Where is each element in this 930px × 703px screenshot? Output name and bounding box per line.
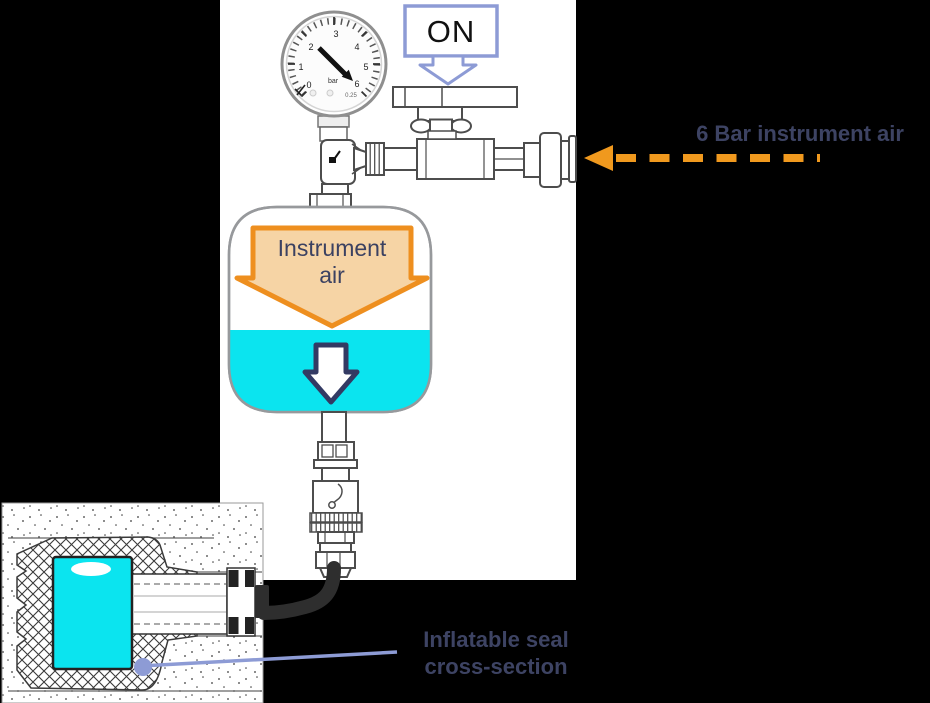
on-callout: ON [403,4,499,86]
gauge-scale-4: 4 [354,42,359,52]
leader-line [134,650,398,676]
supply-air-label: 6 Bar instrument air [696,121,904,146]
gauge-adjuster-glyph [294,84,306,96]
tank-arrow-label-line1: Instrument [278,235,387,261]
leader-dot [134,658,152,676]
gauge-unit-label: bar [328,78,339,85]
seal-cross-section [1,502,269,703]
gauge-major-ticks [288,17,380,98]
on-arrow-icon [418,54,478,86]
gauge-scale-6: 6 [354,79,359,89]
valve-handle [392,86,518,108]
gauge-scale-3: 3 [333,29,338,39]
gauge-accuracy-class: 0.25 [345,93,357,99]
tank-arrow-label-line2: air [319,262,345,288]
tee-block-glyph [329,150,341,163]
instrument-air-tank: Instrument air [227,205,433,414]
gauge-scale-2: 2 [308,42,313,52]
ball-valve-body [416,138,495,180]
gauge-scale-1: 1 [298,62,303,72]
supply-arrow-icon [584,145,820,171]
inflow-arrow-icon [234,225,430,329]
gauge-scale-5: 5 [363,62,368,72]
seal-label-line1: Inflatable seal [423,627,569,652]
seal-air-stem [131,567,269,637]
pressure-gauge-icon: 0 1 2 3 4 5 6 bar 0.25 [280,10,388,142]
valve-assembly [309,86,577,209]
gauge-needle [317,46,353,81]
air-hose [257,561,341,620]
outflow-arrow-icon [302,342,360,405]
on-label: ON [427,14,476,49]
quick-connect-coupling [493,132,577,188]
tee-block [320,139,356,185]
gauge-scale-0: 0 [306,80,311,90]
cavity-highlight [71,562,111,576]
hose-coupling [309,411,363,578]
seal-label-line2: cross-section [424,654,567,679]
seal-air-cavity [51,555,134,671]
